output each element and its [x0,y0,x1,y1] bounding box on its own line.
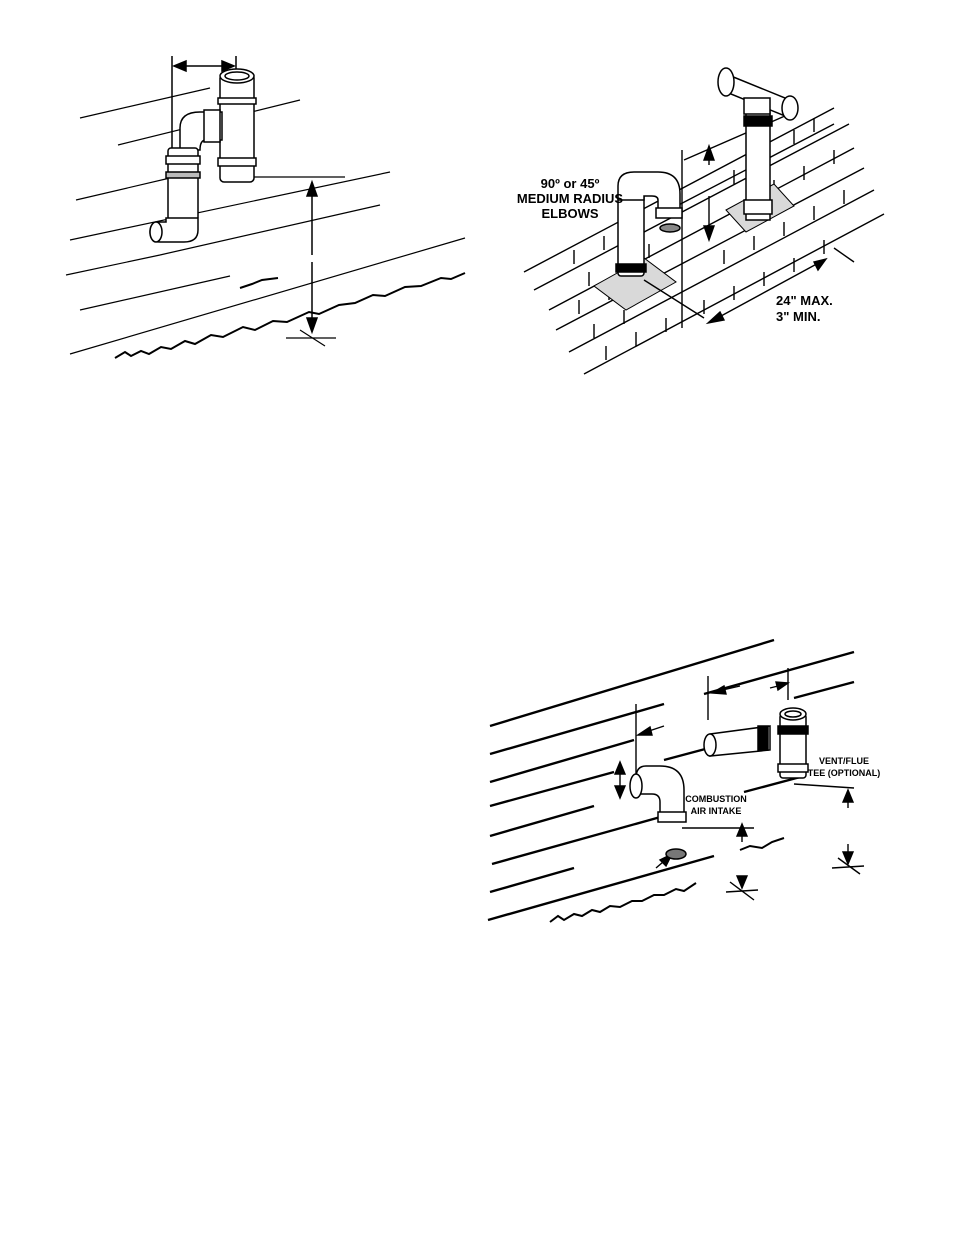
tee-label-line2: TEE (OPTIONAL) [808,768,881,778]
elbow-label-line1: 90º or 45º [541,176,600,191]
dimension-arrows [171,56,319,335]
spacing-label-line1: 24" MAX. [776,293,833,308]
siding-scribble [549,837,785,923]
vent-tee-pipe [717,67,799,221]
figure-bottom-right: VENT/FLUE TEE (OPTIONAL) COMBUSTION AIR … [487,638,880,923]
elbow-label-line2: MEDIUM RADIUS [517,191,623,206]
dimension-lines [643,143,855,328]
spacing-label-line2: 3" MIN. [776,309,820,324]
bottom-right-labels: VENT/FLUE TEE (OPTIONAL) COMBUSTION AIR … [685,756,880,816]
tee-label-line1: VENT/FLUE [819,756,869,766]
siding-lines [487,638,855,922]
intake-label-line1: COMBUSTION [685,794,747,804]
bottom-dimensions [613,668,865,901]
figure-top-left [65,56,466,359]
intake-elbow [629,765,687,860]
elbow-label-line3: ELBOWS [541,206,598,221]
vent-pipe-assembly [149,68,257,243]
intake-label-line2: AIR INTAKE [691,806,742,816]
roof-lines [65,87,466,355]
roof-edge-scribble [114,272,466,359]
intake-pipe [615,171,683,277]
shingle-rows [523,107,885,375]
figure-top-right: 90º or 45º MEDIUM RADIUS ELBOWS 24" MAX.… [517,67,885,375]
vent-tee [703,707,809,779]
top-right-labels: 90º or 45º MEDIUM RADIUS ELBOWS 24" MAX.… [517,176,833,324]
